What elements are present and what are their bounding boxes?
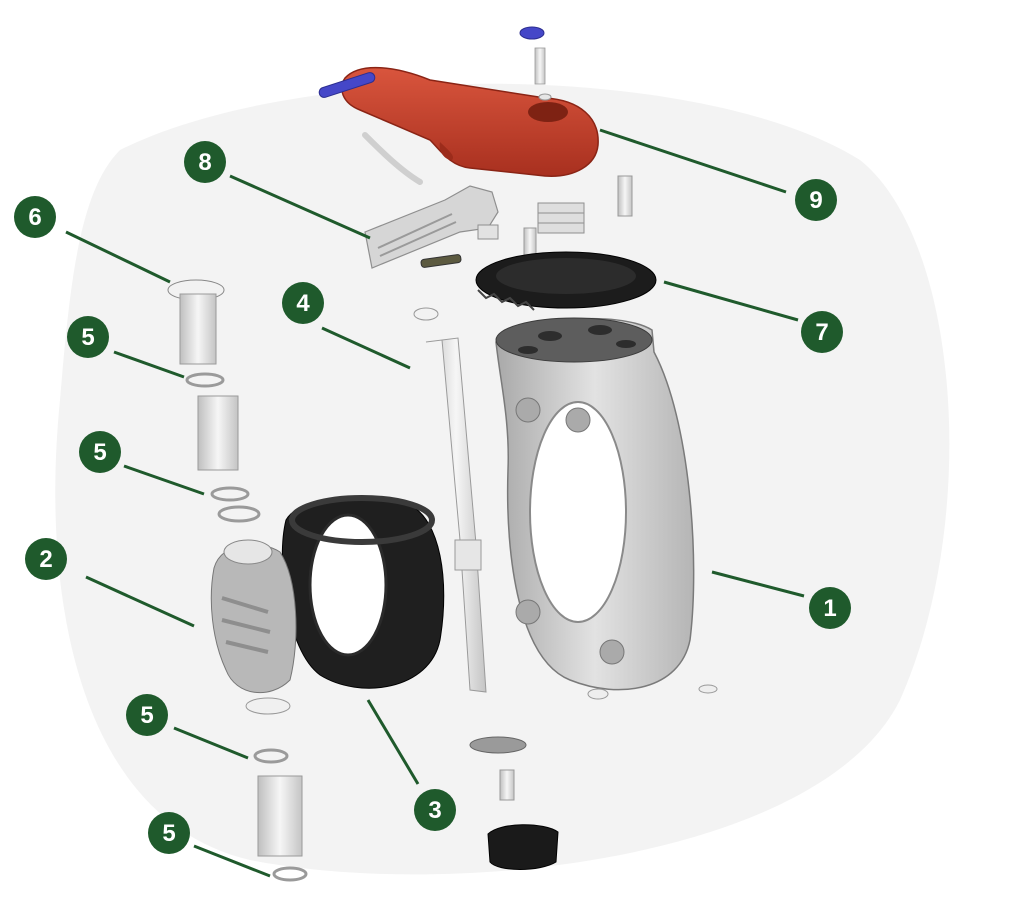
latch-lever-part <box>364 185 499 269</box>
callout-5b: 5 <box>79 431 121 473</box>
callout-7: 7 <box>801 311 843 353</box>
callout-label: 7 <box>815 319 828 346</box>
disc-part <box>210 539 297 694</box>
callout-label: 8 <box>198 149 211 176</box>
callout-5d: 5 <box>148 812 190 854</box>
handle-part <box>318 26 599 185</box>
callout-8: 8 <box>184 141 226 183</box>
valve-body-part <box>495 317 718 700</box>
bushing-stack-part <box>167 279 308 882</box>
callout-label: 2 <box>39 546 52 573</box>
callout-5c: 5 <box>126 694 168 736</box>
callout-label: 6 <box>28 204 41 231</box>
liner-part <box>281 495 445 689</box>
callout-1: 1 <box>809 587 851 629</box>
callout-label: 5 <box>140 702 153 729</box>
stem-shaft-part <box>413 307 487 693</box>
callout-9: 9 <box>795 179 837 221</box>
callout-label: 5 <box>162 820 175 847</box>
callout-label: 5 <box>93 439 106 466</box>
callout-label: 1 <box>823 595 836 622</box>
callout-4: 4 <box>282 282 324 324</box>
bottom-fasteners <box>469 736 559 870</box>
callout-6: 6 <box>14 196 56 238</box>
callout-label: 9 <box>809 187 822 214</box>
callout-label: 3 <box>428 797 441 824</box>
callout-5a: 5 <box>67 316 109 358</box>
callout-label: 5 <box>81 324 94 351</box>
callout-3: 3 <box>414 789 456 831</box>
leader-lines <box>65 128 805 878</box>
callout-2: 2 <box>25 538 67 580</box>
notched-plate-part <box>475 251 657 311</box>
callout-label: 4 <box>296 290 310 317</box>
